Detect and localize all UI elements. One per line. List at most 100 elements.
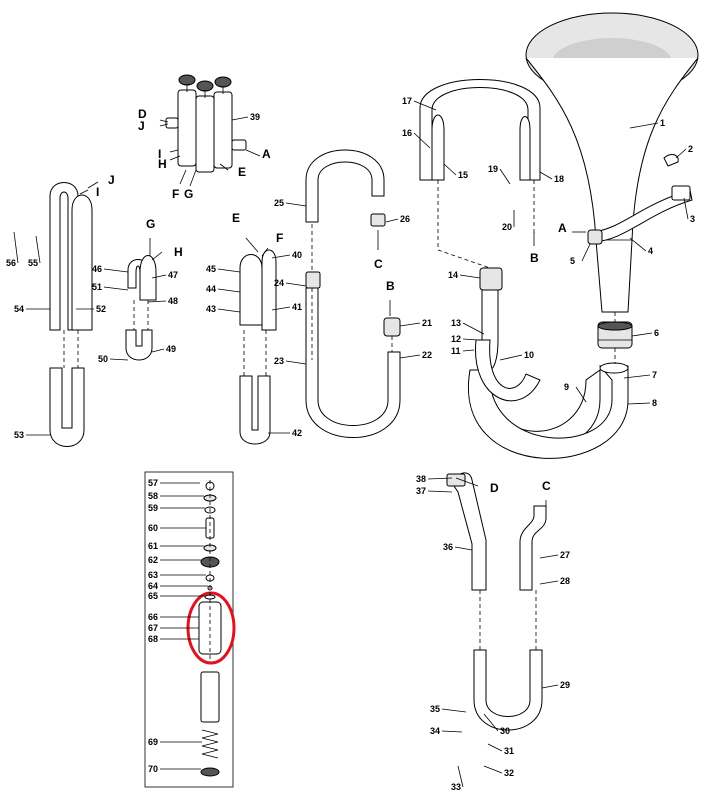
part-label-2: 2	[688, 144, 693, 154]
leader-27	[539, 554, 559, 559]
part-label-70: 70	[148, 764, 158, 774]
part-label-23: 23	[274, 356, 284, 366]
leader-45	[217, 268, 241, 273]
part-label-24: 24	[274, 278, 284, 288]
flow-arrow-F	[179, 169, 187, 185]
part-label-16: 16	[402, 128, 412, 138]
leader-25	[285, 202, 307, 207]
leader-9	[575, 386, 587, 403]
flow-letter-A: A	[262, 147, 271, 161]
leader-6	[631, 332, 653, 337]
upper-slide	[419, 79, 541, 181]
part-label-67: 67	[148, 623, 158, 633]
leader-10	[499, 354, 523, 361]
part-label-26: 26	[400, 214, 410, 224]
leader-14	[459, 274, 481, 279]
leader-29	[541, 684, 559, 689]
leader-7	[623, 374, 651, 379]
leader-17	[413, 100, 437, 111]
part-label-42: 42	[292, 428, 302, 438]
leader-26	[385, 218, 399, 223]
flow-letter-G: G	[146, 217, 155, 231]
flow-letter-F: F	[276, 231, 283, 245]
leader-48	[147, 300, 167, 303]
part-label-27: 27	[560, 550, 570, 560]
part-label-38: 38	[416, 474, 426, 484]
leader-39	[231, 116, 249, 121]
part-label-21: 21	[422, 318, 432, 328]
part-label-30: 30	[500, 726, 510, 736]
part-label-31: 31	[504, 746, 514, 756]
part-label-66: 66	[148, 612, 158, 622]
part-label-7: 7	[652, 370, 657, 380]
ferrule-ring	[597, 321, 633, 349]
flow-letter-C: C	[374, 257, 383, 271]
part-label-59: 59	[148, 503, 158, 513]
flow-letter-E: E	[232, 211, 240, 225]
leader-38	[427, 477, 453, 480]
flow-letter-B: B	[386, 279, 395, 293]
leader-1	[629, 122, 659, 129]
leader-34	[441, 730, 463, 733]
flow-arrow-D	[159, 119, 169, 123]
part-label-12: 12	[451, 334, 461, 344]
flow-letter-J: J	[108, 173, 115, 187]
main-bow	[467, 362, 629, 459]
leader-5	[581, 243, 591, 262]
flow-letter-B: B	[530, 251, 539, 265]
part-label-58: 58	[148, 491, 158, 501]
lower-slide	[475, 267, 541, 402]
flow-arrow-G	[189, 169, 197, 187]
flow-arrow-J	[87, 181, 99, 189]
leadpipe	[587, 185, 693, 245]
leader-lines	[13, 100, 689, 788]
part-label-68: 68	[148, 634, 158, 644]
leader-3	[683, 197, 689, 220]
leader-8	[627, 402, 651, 405]
flow-arrow-D	[455, 477, 479, 487]
leader-12	[462, 338, 479, 341]
part-label-34: 34	[430, 726, 440, 736]
slide-36	[446, 472, 547, 731]
part-label-10: 10	[524, 350, 534, 360]
leader-24	[285, 282, 307, 287]
part-label-41: 41	[292, 302, 302, 312]
leader-21	[399, 322, 421, 327]
leader-35	[441, 708, 467, 713]
part-label-28: 28	[560, 576, 570, 586]
leader-16	[413, 132, 431, 149]
flow-letter-H: H	[158, 157, 167, 171]
flow-letter-C: C	[542, 479, 551, 493]
flow-arrow-F	[261, 247, 269, 257]
part-label-17: 17	[402, 96, 412, 106]
valve-cluster	[165, 74, 247, 173]
leader-51	[103, 286, 129, 291]
part-label-39: 39	[250, 112, 260, 122]
part-label-15: 15	[458, 170, 468, 180]
slide-52	[49, 182, 93, 447]
leader-23	[285, 360, 307, 365]
flow-arrow-H	[169, 155, 181, 161]
slide-40	[239, 249, 277, 445]
leader-50	[109, 358, 129, 361]
clip	[663, 154, 679, 167]
part-label-29: 29	[560, 680, 570, 690]
part-label-6: 6	[654, 328, 659, 338]
part-label-13: 13	[451, 318, 461, 328]
part-label-56: 56	[6, 258, 16, 268]
part-label-57: 57	[148, 478, 158, 488]
flow-arrow-A	[245, 149, 261, 157]
flow-letter-I: I	[96, 185, 99, 199]
leader-36	[454, 546, 473, 551]
part-labels: 1234567891011121314151617181920212223242…	[6, 96, 695, 792]
part-label-43: 43	[206, 304, 216, 314]
part-label-33: 33	[451, 782, 461, 792]
part-label-44: 44	[206, 284, 216, 294]
part-label-54: 54	[14, 304, 24, 314]
part-label-45: 45	[206, 264, 216, 274]
part-label-25: 25	[274, 198, 284, 208]
part-label-4: 4	[648, 246, 653, 256]
part-label-64: 64	[148, 581, 158, 591]
leader-41	[271, 306, 291, 311]
